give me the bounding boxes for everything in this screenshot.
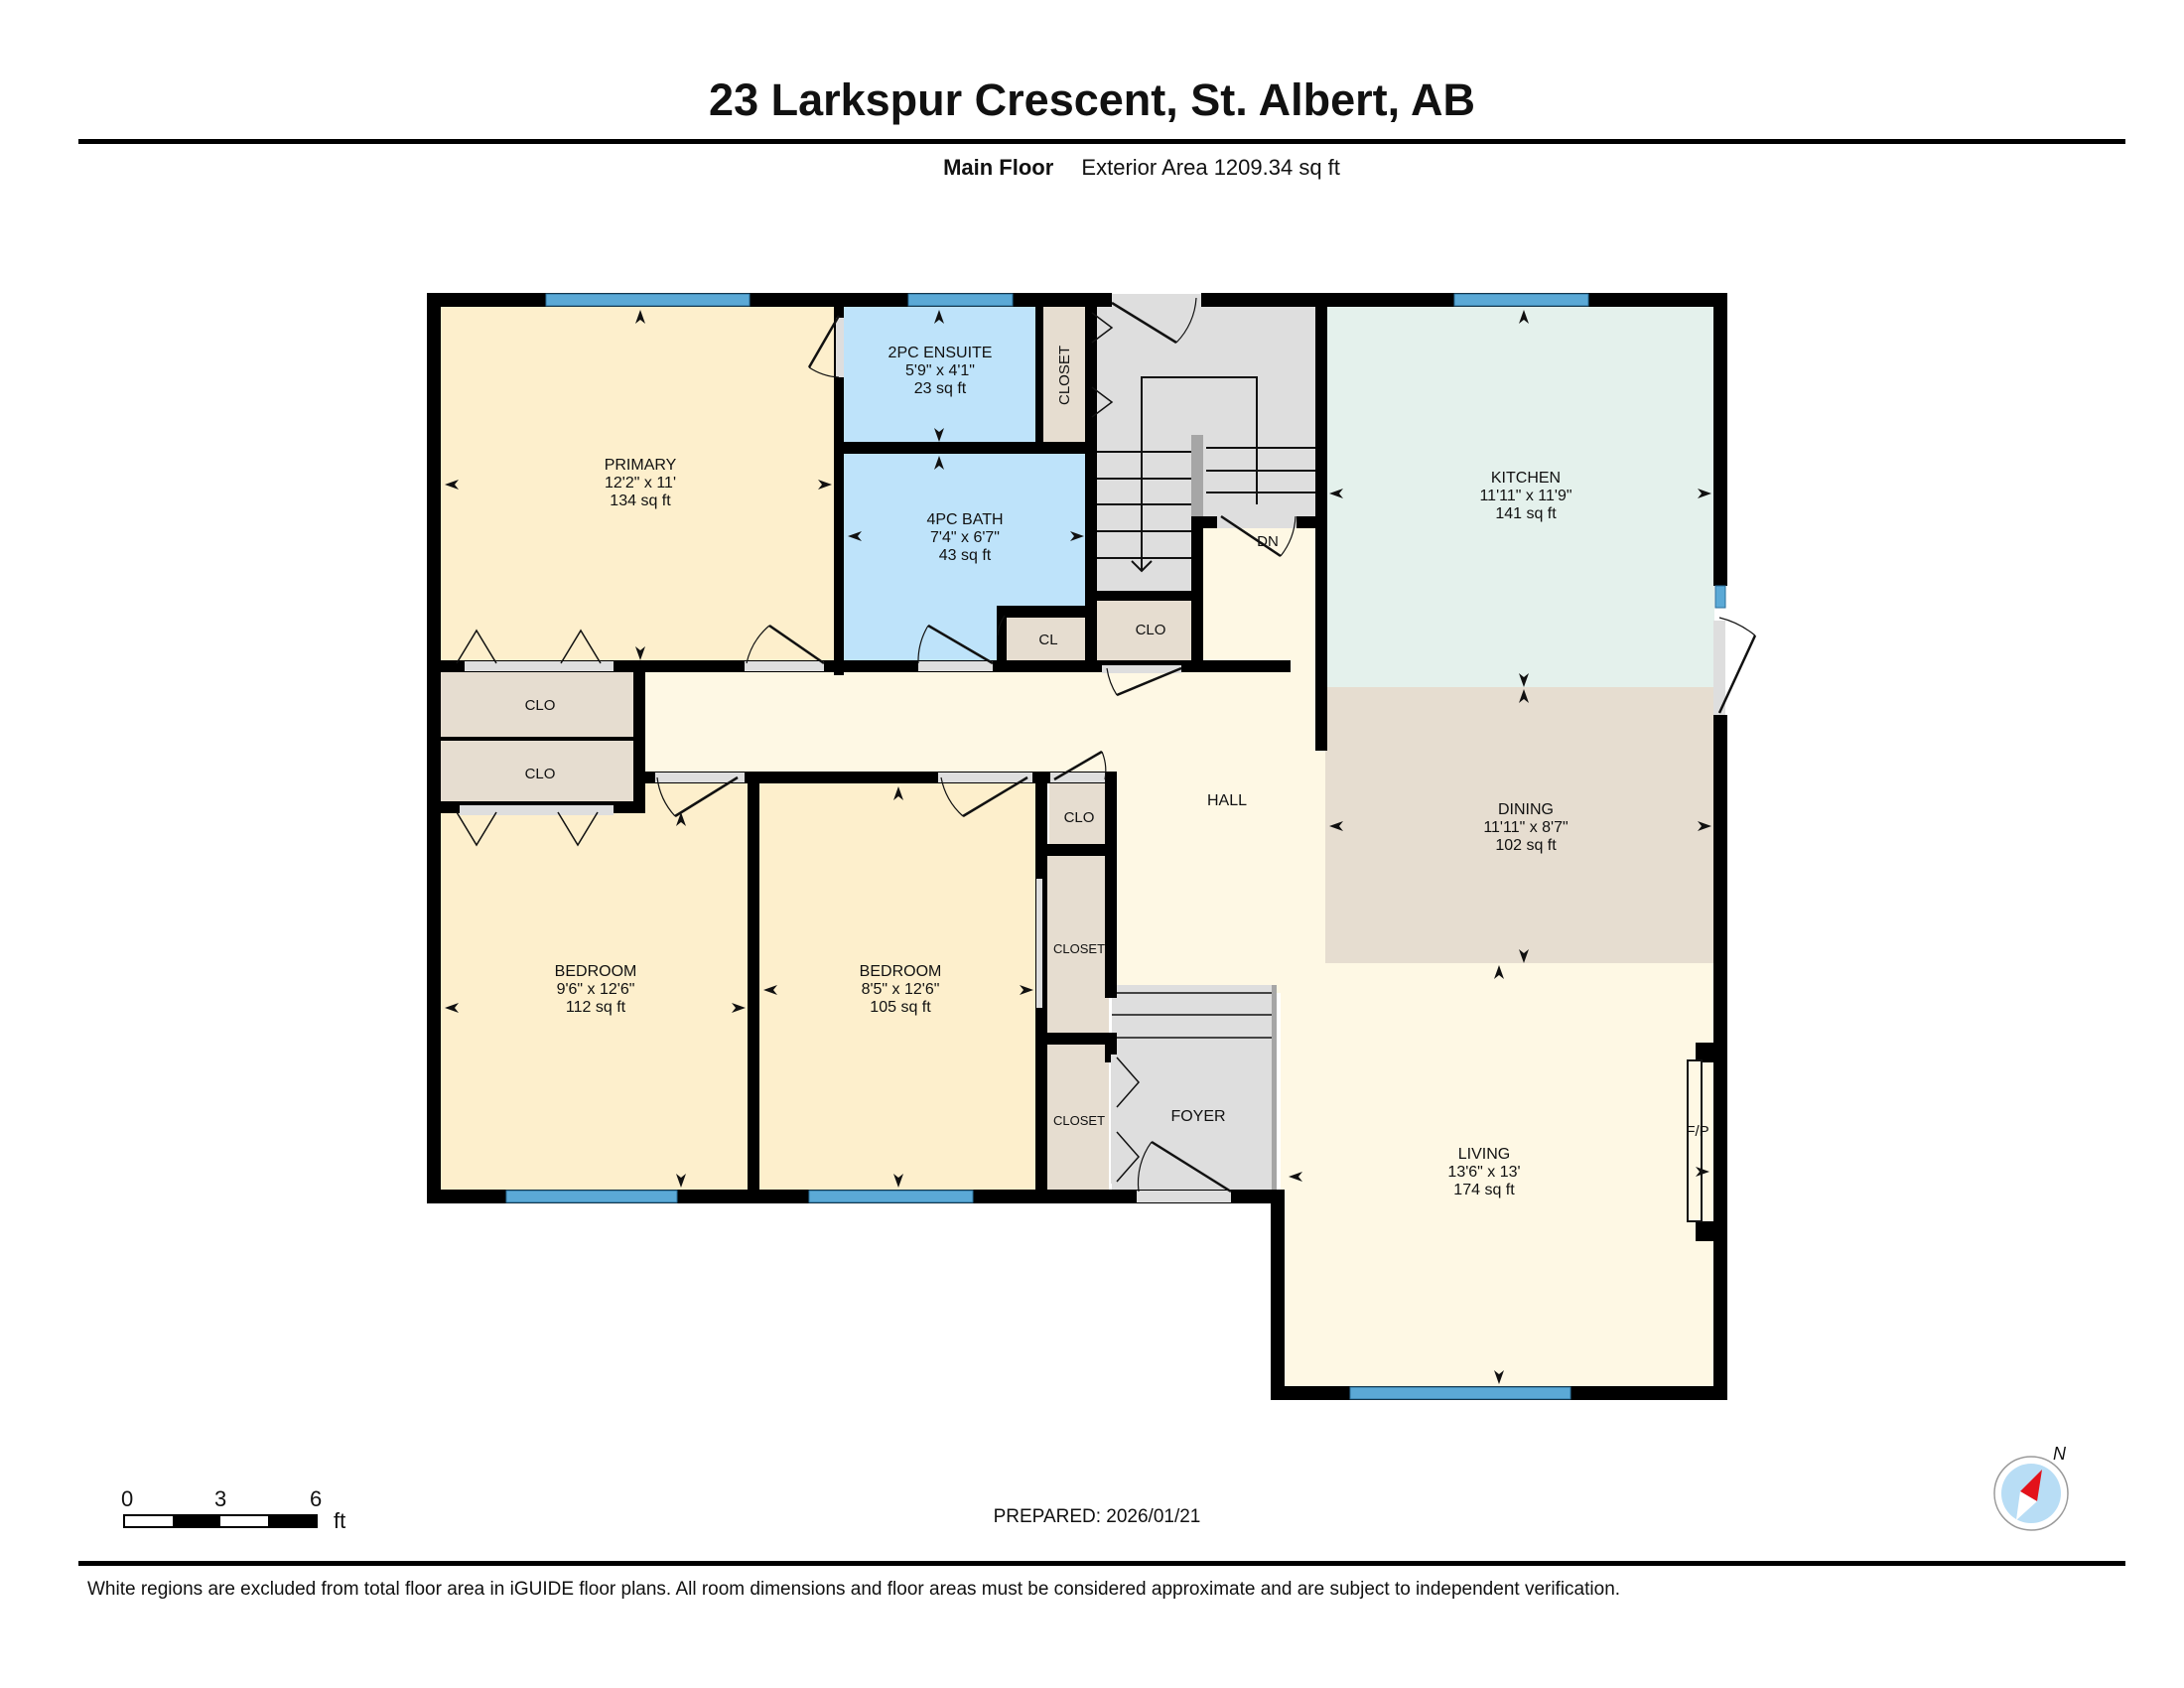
room-primary: PRIMARY 12'2" x 11' 134 sq ft [605,457,677,510]
page-title: 23 Larkspur Crescent, St. Albert, AB [709,74,1475,125]
foyer-fill [1112,985,1276,1194]
room-dims: 8'5" x 12'6" [861,981,940,998]
compass-label: N [2053,1444,2067,1464]
room-dims: 13'6" x 13' [1447,1164,1521,1181]
scale-tick-3: 3 [214,1486,227,1511]
dining-fill [1325,687,1714,963]
room-living: LIVING 13'6" x 13' 174 sq ft [1447,1146,1520,1199]
room-bedroom-2: BEDROOM 8'5" x 12'6" 105 sq ft [860,963,942,1017]
bedroom1-fill [440,809,748,1196]
room-area: 102 sq ft [1495,837,1557,854]
compass-north-icon: N [1993,1444,2069,1531]
room-area: 105 sq ft [870,999,931,1016]
ensuite-fill [844,306,1037,447]
label-closet-bedroom-2: CLOSET [1052,941,1106,956]
room-area: 112 sq ft [565,999,626,1016]
room-name: FOYER [1170,1108,1226,1125]
bedroom2-fill [759,781,1037,1196]
staircase [1092,376,1315,1194]
kitchen-fill [1325,306,1714,687]
room-dims: 12'2" x 11' [605,475,676,492]
cl-fill [1006,616,1087,663]
window-kitchen-side [1714,585,1726,609]
dimension-arrows [445,310,1711,1384]
room-name: DINING [1498,801,1554,818]
room-dining: DINING 11'11" x 8'7" 102 sq ft [1483,801,1568,855]
header-divider [78,139,2125,144]
scale-ticks: 0 3 6 [121,1486,361,1512]
room-hall: HALL [1207,792,1247,810]
primary-fill [440,306,836,665]
room-area: 141 sq ft [1495,505,1557,522]
hall-fill-2 [1201,526,1330,685]
clo-primary-1-fill [440,672,633,737]
scale-bar-graphic [123,1514,318,1528]
bedroom1-fill-top [645,781,748,811]
closet-foyer-fill [1039,1038,1109,1192]
scale-unit: ft [334,1508,346,1533]
clo-stairs-fill [1096,596,1195,663]
room-area: 134 sq ft [610,492,671,509]
closet-bedroom2-fill [1046,854,1109,1035]
window-primary [545,293,751,307]
living-fill [1281,963,1714,1390]
room-name: BEDROOM [859,963,942,980]
room-area: 23 sq ft [913,380,967,397]
hall-fill [645,672,1330,781]
footer-divider [78,1561,2125,1566]
clo-hall-fill [1049,781,1109,849]
room-ensuite: 2PC ENSUITE 5'9" x 4'1" 23 sq ft [888,345,993,398]
scale-tick-0: 0 [121,1486,134,1511]
window-bedroom1 [505,1190,678,1203]
room-name: LIVING [1457,1146,1511,1163]
label-clo-primary-1: CLO [524,697,556,714]
label-closet-ensuite: CLOSET [1056,345,1073,406]
label-clo-primary-2: CLO [524,766,556,782]
room-name: KITCHEN [1490,470,1562,487]
room-bedroom-1: BEDROOM 9'6" x 12'6" 112 sq ft [555,963,637,1017]
room-area: 43 sq ft [938,547,992,564]
room-dims: 9'6" x 12'6" [556,981,635,998]
exterior-area: Exterior Area 1209.34 sq ft [1081,155,1340,180]
room-name: 4PC BATH [926,511,1004,528]
window-bedroom2 [808,1190,974,1203]
room-fills [440,306,1714,1390]
label-clo-hall: CLO [1063,809,1095,826]
disclaimer-text: White regions are excluded from total fl… [87,1579,1621,1600]
window-living [1349,1386,1571,1400]
prepared-date: PREPARED: 2026/01/21 [993,1506,1201,1527]
room-bath: 4PC BATH 7'4" x 6'7" 43 sq ft [926,511,1003,565]
clo-primary-2-fill [440,741,633,804]
scale-bar: 0 3 6 ft [121,1486,361,1533]
label-cl-bath: CL [1038,632,1058,648]
room-kitchen: KITCHEN 11'11" x 11'9" 141 sq ft [1479,470,1571,523]
room-name: BEDROOM [554,963,637,980]
scale-tick-6: 6 [310,1486,323,1511]
floor-name: Main Floor [943,155,1054,180]
ensuite-closet-fill [1042,306,1085,447]
label-fireplace: F/P [1686,1123,1709,1140]
label-stairs-down: DN [1257,533,1279,550]
room-dims: 11'11" x 8'7" [1483,819,1569,836]
doors [456,294,1757,1222]
floor-summary: Main Floor Exterior Area 1209.34 sq ft [0,155,2184,181]
window-ensuite [907,293,1014,307]
label-clo-stairs: CLO [1135,622,1166,638]
room-dims: 5'9" x 4'1" [905,362,975,379]
room-dims: 7'4" x 6'7" [930,529,1000,546]
room-area: 174 sq ft [1453,1182,1515,1198]
windows [505,293,1726,1400]
label-closet-foyer: CLOSET [1052,1113,1106,1128]
room-foyer: FOYER [1170,1108,1225,1126]
room-name: HALL [1206,792,1248,809]
room-dims: 11'11" x 11'9" [1479,488,1572,504]
window-kitchen [1453,293,1589,307]
room-name: PRIMARY [604,457,677,474]
hall-fill-3 [1112,781,1330,990]
room-name: 2PC ENSUITE [887,345,993,361]
